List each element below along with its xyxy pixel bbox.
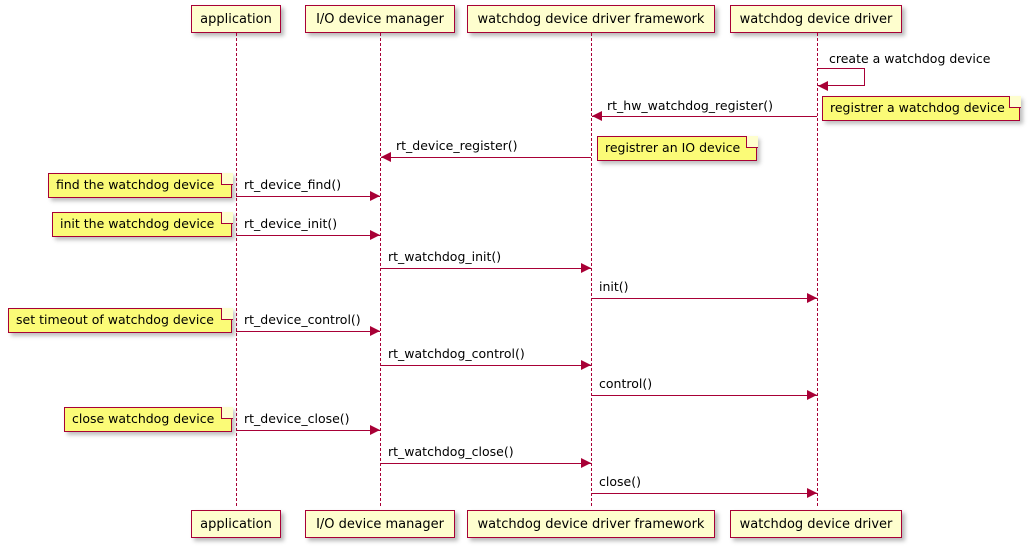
lifeline-watchdog-device-driver-framework (591, 33, 592, 506)
participant-header-watchdog-device-driver-framework[interactable]: watchdog device driver framework (467, 5, 715, 33)
message-label-close: close() (599, 474, 641, 489)
message-line-close (591, 493, 817, 494)
message-line-rt-device-init (236, 235, 380, 236)
note-init-the-watchdog-device: init the watchdog device (52, 211, 233, 237)
note-set-timeout-of-watchdog-device: set timeout of watchdog device (8, 307, 233, 333)
message-label-create-watchdog-device: create a watchdog device (829, 51, 991, 66)
arrow-head-rt-device-register (381, 152, 391, 162)
note-text: find the watchdog device (56, 177, 215, 193)
note-find-the-watchdog-device: find the watchdog device (48, 172, 233, 198)
arrow-head-rt-device-close (370, 425, 380, 435)
message-label-rt-device-close: rt_device_close() (244, 411, 350, 426)
participant-footer-watchdog-device-driver[interactable]: watchdog device driver (730, 510, 902, 538)
arrow-head-close (807, 488, 817, 498)
message-line-init (591, 298, 817, 299)
message-label-rt-watchdog-control: rt_watchdog_control() (388, 346, 525, 361)
arrow-head-rt-watchdog-init (581, 263, 591, 273)
message-label-control: control() (599, 376, 653, 391)
participant-header-watchdog-device-driver[interactable]: watchdog device driver (730, 5, 902, 33)
message-label-rt-hw-watchdog-register: rt_hw_watchdog_register() (607, 98, 773, 113)
arrow-head-rt-hw-watchdog-register (592, 111, 602, 121)
arrow-head-create-watchdog-device (818, 81, 828, 91)
arrow-head-rt-device-control (370, 326, 380, 336)
message-line-rt-watchdog-control (380, 365, 591, 366)
note-fold-corner-icon (220, 172, 233, 185)
lifeline-watchdog-device-driver (817, 33, 818, 506)
note-close-watchdog-device: close watchdog device (64, 406, 233, 432)
participant-footer-application[interactable]: application (191, 510, 281, 538)
self-message-loop-create-watchdog-device (817, 68, 865, 86)
participant-footer-watchdog-device-driver-framework[interactable]: watchdog device driver framework (467, 510, 715, 538)
arrow-head-rt-watchdog-control (581, 360, 591, 370)
arrow-head-control (807, 390, 817, 400)
note-fold-corner-icon (745, 135, 758, 148)
note-text: set timeout of watchdog device (16, 312, 214, 328)
message-line-rt-watchdog-init (380, 268, 591, 269)
lifeline-io-device-manager (380, 33, 381, 506)
arrow-head-init (807, 293, 817, 303)
lifeline-application (236, 33, 237, 506)
note-fold-corner-icon (220, 211, 233, 224)
participant-header-io-device-manager[interactable]: I/O device manager (305, 5, 455, 33)
note-fold-corner-icon (220, 406, 233, 419)
note-text: registrer an IO device (605, 140, 741, 156)
note-registrer-an-io-device: registrer an IO device (597, 135, 758, 161)
message-line-rt-device-close (236, 430, 380, 431)
participant-header-application[interactable]: application (191, 5, 281, 33)
arrow-head-rt-device-init (370, 230, 380, 240)
arrow-head-rt-watchdog-close (581, 458, 591, 468)
note-registrer-a-watchdog-device: registrer a watchdog device (822, 95, 1021, 121)
message-line-rt-device-register (381, 157, 591, 158)
note-text: registrer a watchdog device (830, 100, 1005, 116)
note-text: close watchdog device (72, 411, 215, 427)
note-fold-corner-icon (1008, 95, 1021, 108)
message-label-rt-device-register: rt_device_register() (396, 138, 518, 153)
message-label-rt-device-control: rt_device_control() (244, 312, 361, 327)
message-label-rt-watchdog-init: rt_watchdog_init() (388, 249, 502, 264)
message-label-rt-device-init: rt_device_init() (244, 216, 338, 231)
message-line-rt-hw-watchdog-register (592, 116, 817, 117)
message-label-rt-watchdog-close: rt_watchdog_close() (388, 444, 514, 459)
message-line-rt-watchdog-close (380, 463, 591, 464)
message-line-control (591, 395, 817, 396)
message-label-rt-device-find: rt_device_find() (244, 177, 342, 192)
note-fold-corner-icon (220, 307, 233, 320)
note-text: init the watchdog device (60, 216, 215, 232)
message-line-rt-device-find (236, 196, 380, 197)
message-line-rt-device-control (236, 331, 380, 332)
arrow-head-rt-device-find (370, 191, 380, 201)
participant-footer-io-device-manager[interactable]: I/O device manager (305, 510, 455, 538)
message-label-init: init() (599, 279, 629, 294)
